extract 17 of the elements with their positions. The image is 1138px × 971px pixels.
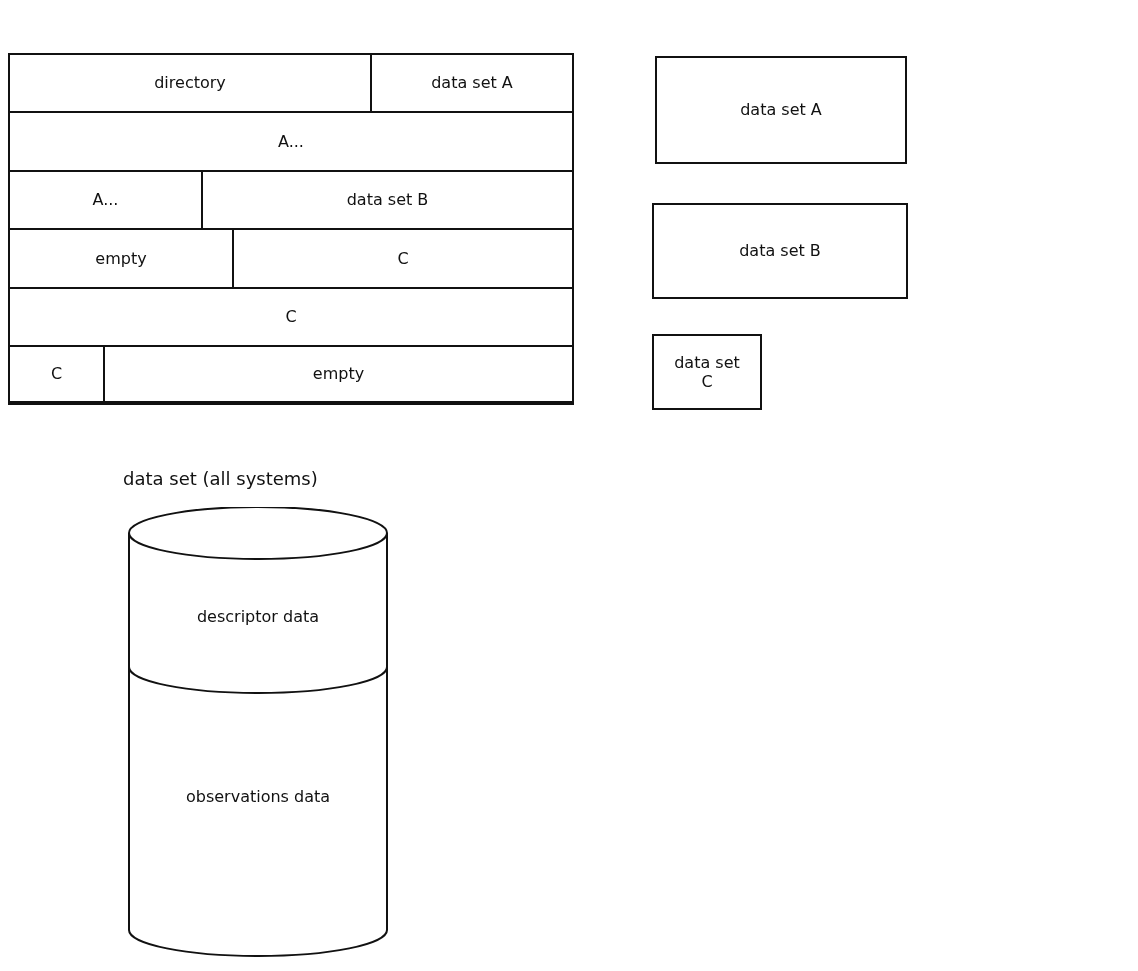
table-cell: empty <box>10 230 234 289</box>
table-cell: C <box>10 347 105 403</box>
table-cell: A... <box>10 113 574 172</box>
table-cell: C <box>234 230 574 289</box>
heading-text: data set (all systems) <box>123 468 318 489</box>
section-text: descriptor data <box>148 567 368 667</box>
table-cell: empty <box>105 347 574 403</box>
storage-box: data set A <box>655 56 907 164</box>
table-cell: data set B <box>203 172 574 230</box>
table-frame <box>8 53 574 405</box>
section-text: observations data <box>148 707 368 887</box>
table-cell: C <box>10 289 574 347</box>
table-cell: data set A <box>372 55 574 113</box>
storage-box: data set B <box>652 203 908 299</box>
table-cell: A... <box>10 172 203 230</box>
table-cell: directory <box>10 55 372 113</box>
storage-box: data set C <box>652 334 762 410</box>
